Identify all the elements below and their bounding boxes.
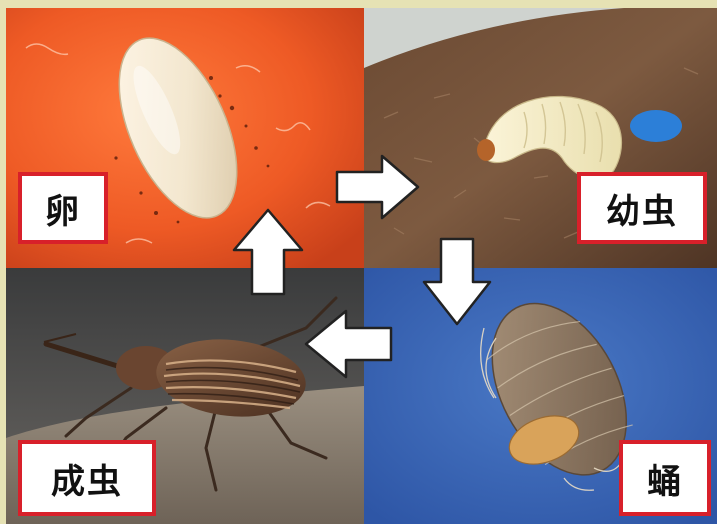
stage-label-larva: 幼虫 xyxy=(577,172,707,244)
stage-label-adult: 成虫 xyxy=(18,440,156,516)
stage-label-pupa: 蛹 xyxy=(619,440,711,516)
arrow-left-icon xyxy=(302,306,394,382)
arrow-down-icon xyxy=(420,236,494,328)
stage-label-egg: 卵 xyxy=(18,172,108,244)
arrow-right-icon xyxy=(334,152,422,222)
arrow-up-icon xyxy=(230,206,306,298)
